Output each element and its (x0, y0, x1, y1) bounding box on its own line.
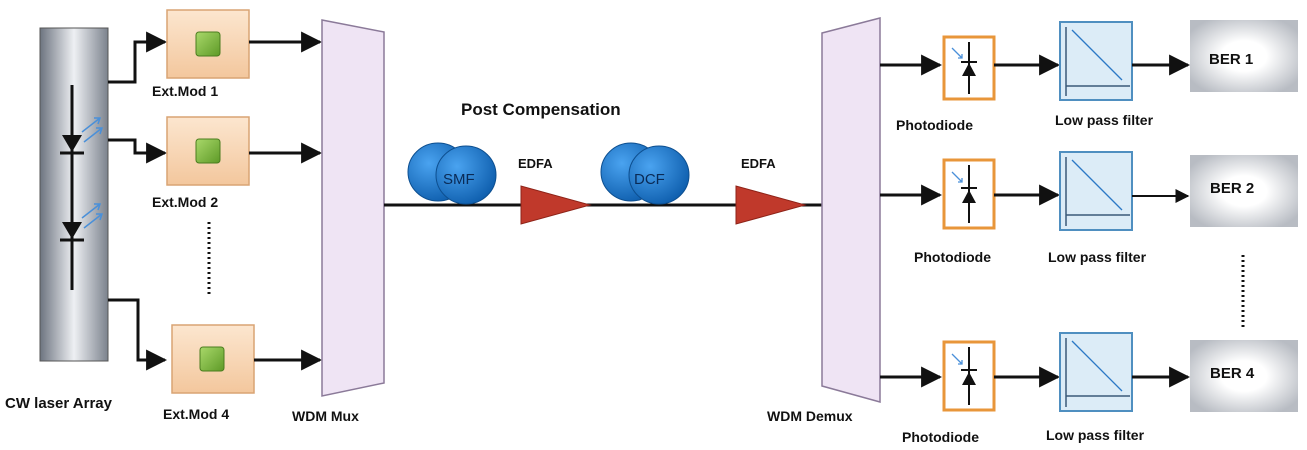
edfa-2 (735, 185, 807, 225)
modulator-1 (166, 9, 250, 79)
wdm-mux-label: WDM Mux (292, 408, 359, 424)
low-pass-filter-2 (1059, 151, 1133, 231)
dcf-fiber-spool (600, 142, 690, 205)
filter-2-label: Low pass filter (1048, 249, 1147, 265)
receiver-branch-4 (880, 332, 1298, 412)
filter-1-label: Low pass filter (1055, 112, 1154, 128)
modulator-connectors (249, 31, 323, 371)
ber-2-label: BER 2 (1210, 180, 1254, 197)
photodiode-4-label: Photodiode (902, 429, 979, 445)
ber-analyzer-2 (1190, 155, 1298, 227)
receiver-branch-2 (880, 151, 1298, 231)
wdm-demux (821, 17, 881, 403)
photodiode-1-label: Photodiode (896, 117, 973, 133)
ber-analyzer-4 (1190, 340, 1298, 412)
smf-fiber-spool (407, 142, 497, 205)
modulator-4-label: Ext.Mod 4 (163, 406, 229, 422)
low-pass-filter-1 (1059, 21, 1133, 101)
filter-4-label: Low pass filter (1046, 427, 1145, 443)
smf-label: SMF (443, 171, 475, 188)
post-compensation-title: Post Compensation (461, 100, 621, 119)
receiver-branch-1 (880, 20, 1298, 101)
modulator-4 (171, 324, 255, 394)
modulator-2 (166, 116, 250, 186)
photodiode-2-label: Photodiode (914, 249, 991, 265)
low-pass-filter-4 (1059, 332, 1133, 412)
ber-4-label: BER 4 (1210, 365, 1255, 382)
laser-array-label: CW laser Array (5, 395, 113, 412)
edfa-2-label: EDFA (741, 156, 776, 171)
wdm-mux (321, 19, 385, 397)
edfa-1-label: EDFA (518, 156, 553, 171)
laser-connectors (108, 31, 168, 371)
ber-analyzer-1 (1190, 20, 1298, 92)
wdm-demux-label: WDM Demux (767, 408, 853, 424)
dcf-label: DCF (634, 171, 665, 188)
modulator-1-label: Ext.Mod 1 (152, 83, 218, 99)
edfa-1 (520, 185, 592, 225)
cw-laser-array (39, 27, 109, 362)
ber-1-label: BER 1 (1209, 51, 1253, 68)
modulator-2-label: Ext.Mod 2 (152, 194, 218, 210)
